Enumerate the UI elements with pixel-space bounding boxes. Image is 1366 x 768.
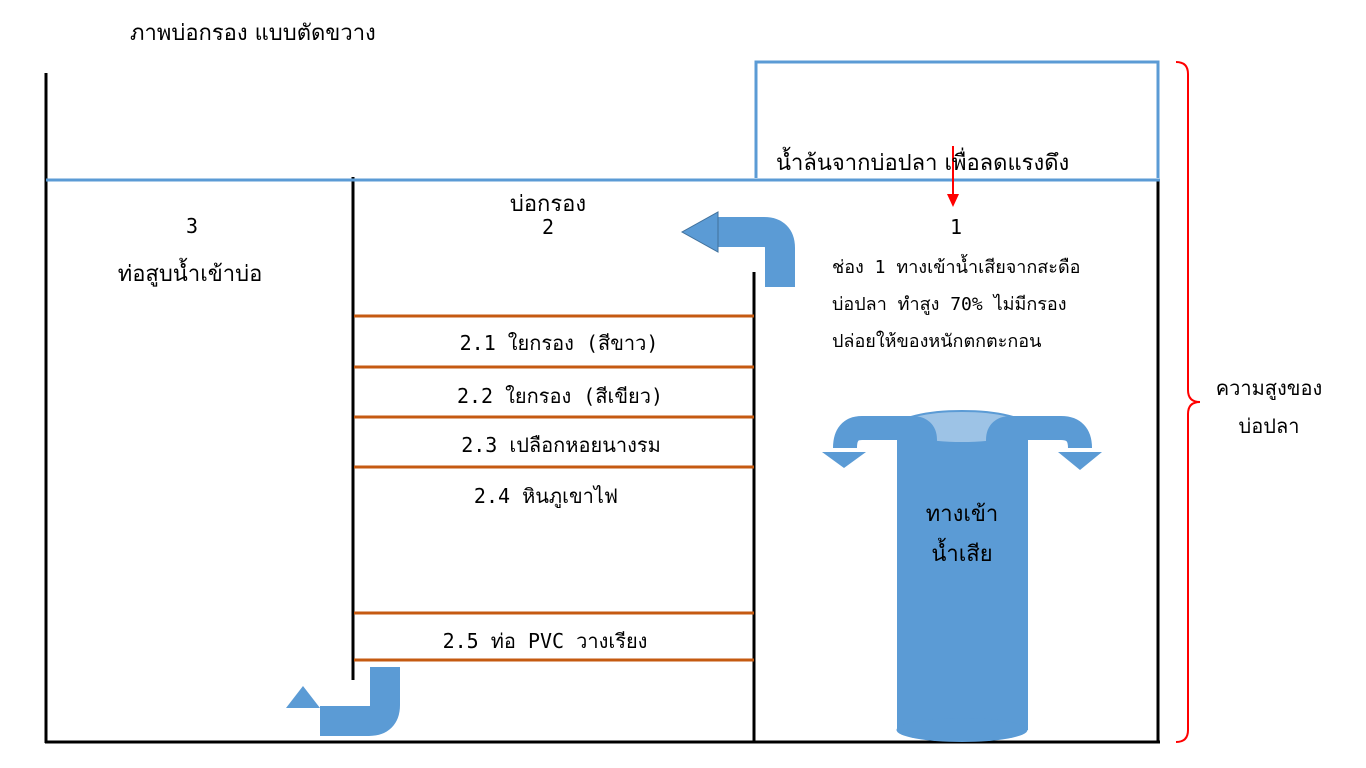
height-label-line-2: บ่อปลา <box>1238 414 1300 438</box>
layer-2-4-label: 2.4 หินภูเขาไฟ <box>473 484 619 508</box>
flow-arrow-1-to-2 <box>716 217 795 287</box>
page-title: ภาพบ่อกรอง แบบตัดขวาง <box>130 21 376 46</box>
height-brace <box>1175 61 1201 743</box>
fish-pond-box <box>754 60 1160 178</box>
pipe-outflow-right-arrow <box>986 416 1092 487</box>
inlet-pipe-label-line-2: น้ำเสีย <box>931 542 993 567</box>
filter-layer-lines <box>354 314 754 662</box>
layer-2-3-label: 2.3 เปลือกหอยนางรม <box>461 433 661 457</box>
layer-2-2-label: 2.2 ใยกรอง (สีเขียว) <box>456 384 664 408</box>
tank-walls <box>44 73 1160 744</box>
chamber-2-title: บ่อกรอง <box>509 192 587 217</box>
inlet-pipe-label-line-1: ทางเข้า <box>925 502 999 527</box>
overflow-arrow <box>947 146 959 207</box>
pipe-outflow-left-arrow <box>833 416 937 487</box>
chamber-1-description-line-3: ปล่อยให้ของหนักตกตะกอน <box>832 331 1042 352</box>
chamber-1-number: 1 <box>949 215 963 239</box>
chamber-3-label: ท่อสูบน้ำเข้าบ่อ <box>117 262 263 287</box>
height-label-line-1: ความสูงของ <box>1215 376 1323 400</box>
chamber-2-number: 2 <box>541 215 555 239</box>
layer-2-1-label: 2.1 ใยกรอง (สีขาว) <box>459 331 659 355</box>
flow-arrow-2-to-3 <box>320 667 400 736</box>
chamber-1-description-line-1: ช่อง 1 ทางเข้าน้ำเสียจากสะดือ <box>832 257 1081 278</box>
layer-2-5-label: 2.5 ท่อ PVC วางเรียง <box>442 629 648 653</box>
chamber-3-number: 3 <box>185 214 199 238</box>
overflow-label: น้ำล้นจากบ่อปลา เพื่อลดแรงดึง <box>776 151 1070 176</box>
chamber-1-description-line-2: บ่อปลา ทำสูง 70% ไม่มีกรอง <box>832 294 1067 315</box>
